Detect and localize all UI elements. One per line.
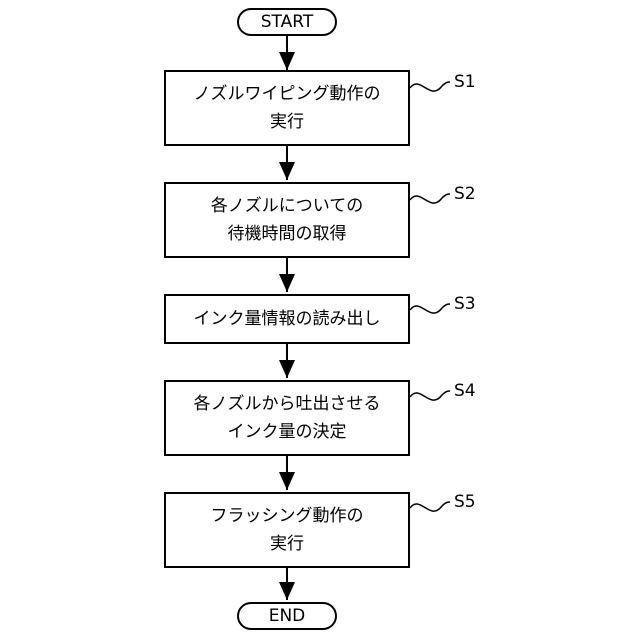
leader-s2 bbox=[410, 194, 450, 203]
start-label: START bbox=[261, 12, 313, 32]
step-s3-line-1: インク量情報の読み出し bbox=[194, 305, 381, 333]
leader-s5 bbox=[410, 502, 450, 511]
end-label: END bbox=[269, 606, 306, 626]
step-s2-line-1: 各ノズルについての bbox=[211, 192, 364, 220]
step-s4-line-1: 各ノズルから吐出させる bbox=[194, 390, 381, 418]
step-s5-line-1: フラッシング動作の bbox=[211, 502, 364, 530]
leader-s3 bbox=[410, 304, 450, 313]
step-s3-label: S3 bbox=[454, 294, 476, 314]
leader-s4 bbox=[410, 391, 450, 400]
leader-s1 bbox=[410, 82, 450, 91]
step-s5-line-2: 実行 bbox=[270, 530, 304, 558]
step-s1-label: S1 bbox=[454, 72, 476, 92]
step-s1-line-2: 実行 bbox=[270, 108, 304, 136]
step-s1-line-1: ノズルワイピング動作の bbox=[194, 80, 381, 108]
step-s4-box: 各ノズルから吐出させる インク量の決定 bbox=[164, 380, 410, 456]
step-s4-label: S4 bbox=[454, 381, 476, 401]
step-s2-label: S2 bbox=[454, 184, 476, 204]
step-s2-box: 各ノズルについての 待機時間の取得 bbox=[164, 182, 410, 258]
step-s5-label: S5 bbox=[454, 492, 476, 512]
start-terminal: START bbox=[237, 8, 337, 36]
step-s4-line-2: インク量の決定 bbox=[228, 418, 347, 446]
end-terminal: END bbox=[237, 602, 337, 630]
step-s2-line-2: 待機時間の取得 bbox=[228, 220, 347, 248]
step-s1-box: ノズルワイピング動作の 実行 bbox=[164, 70, 410, 146]
step-s5-box: フラッシング動作の 実行 bbox=[164, 492, 410, 568]
step-s3-box: インク量情報の読み出し bbox=[164, 294, 410, 344]
